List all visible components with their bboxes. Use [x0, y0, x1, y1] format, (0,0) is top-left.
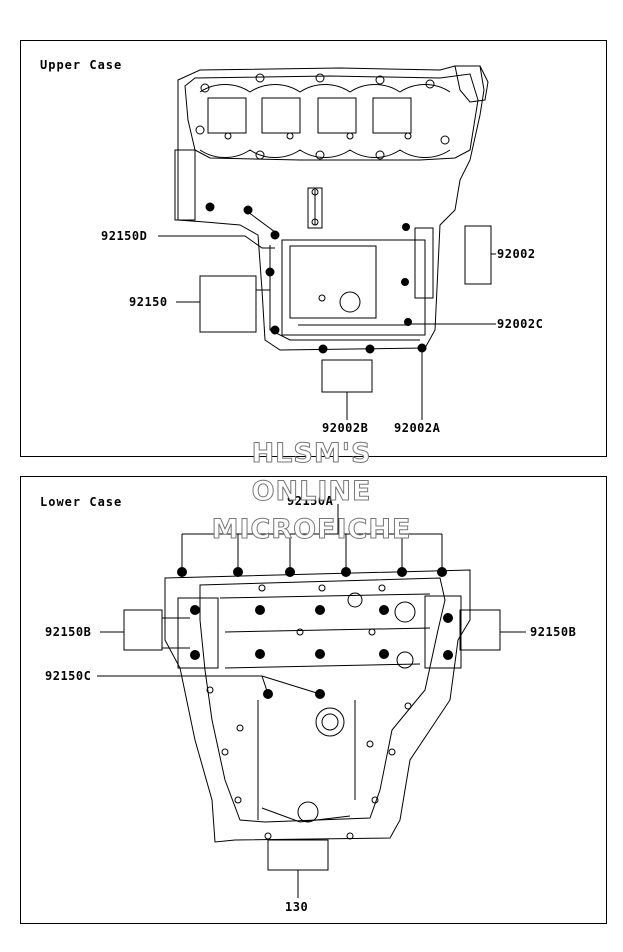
part-label-92002b: 92002B [322, 421, 369, 435]
part-label-92150d: 92150D [101, 229, 148, 243]
part-label-92150b-right: 92150B [530, 625, 577, 639]
part-label-92002c: 92002C [497, 317, 544, 331]
part-label-92002: 92002 [497, 247, 536, 261]
part-label-92150: 92150 [129, 295, 168, 309]
part-label-92150c: 92150C [45, 669, 92, 683]
part-label-92150b-left: 92150B [45, 625, 92, 639]
upper-case-title: Upper Case [40, 58, 123, 72]
lower-case-title: Lower Case [40, 495, 123, 509]
lower-case-panel [20, 476, 607, 924]
part-label-92002a: 92002A [394, 421, 441, 435]
part-label-130: 130 [285, 900, 309, 914]
part-label-92150a: 92150A [287, 494, 334, 508]
